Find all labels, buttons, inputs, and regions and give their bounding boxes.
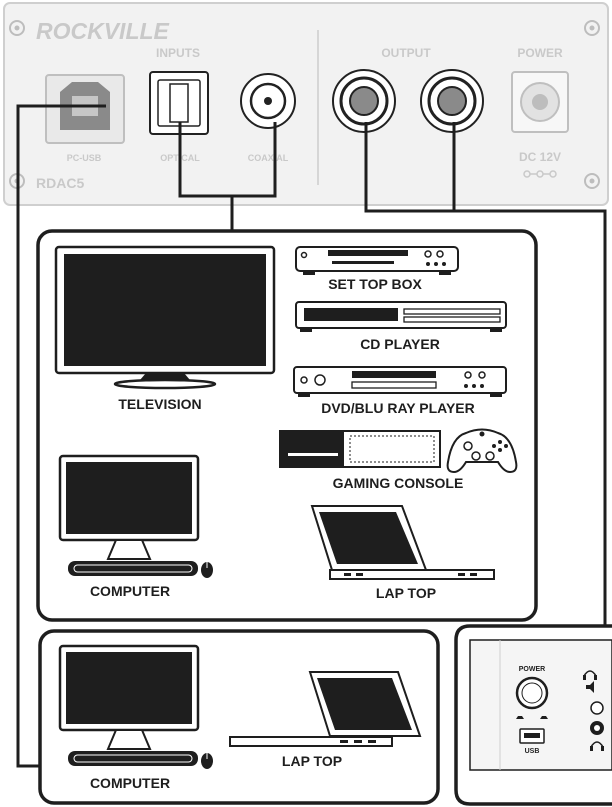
set-top-box-label: SET TOP BOX	[328, 276, 422, 292]
game-controller-icon	[446, 428, 518, 474]
gaming-console-icon	[279, 430, 441, 468]
laptop-label: LAP TOP	[376, 585, 436, 601]
usb-laptop-label: LAP TOP	[282, 753, 342, 769]
speaker-icon	[586, 681, 594, 693]
polarity-symbol-icon	[523, 170, 557, 178]
power-section-label: POWER	[517, 46, 563, 60]
usb-port-icon	[519, 728, 545, 744]
usb-computer-label: COMPUTER	[90, 775, 170, 791]
source-devices-box: TELEVISION SET TOP BOX CD PLAYER	[36, 229, 538, 622]
computer-label: COMPUTER	[90, 583, 170, 599]
laptop-icon	[229, 671, 422, 747]
usb-b-port-icon	[45, 74, 125, 144]
brand-logo: ROCKVILLE	[36, 18, 170, 44]
gaming-console-label: GAMING CONSOLE	[333, 475, 464, 491]
power-knob-icon	[515, 676, 549, 710]
screw-icon	[584, 20, 600, 36]
output-cable-left	[364, 122, 607, 626]
optical-coax-cable	[178, 122, 277, 198]
amp-power-label: POWER	[519, 666, 545, 673]
amplifier-panel: POWER USB	[454, 624, 612, 806]
coaxial-label: COAXIAL	[248, 153, 289, 163]
computer-icon	[58, 644, 213, 769]
television-label: TELEVISION	[118, 396, 201, 412]
optical-port-icon	[149, 71, 209, 135]
television-icon	[54, 245, 276, 390]
set-top-box-icon	[295, 246, 459, 275]
cd-player-icon	[295, 301, 507, 332]
dac-rear-panel: ROCKVILLE RDAC5 INPUTS OUTPUT POWER PC-U…	[3, 2, 609, 206]
amp-usb-label: USB	[525, 748, 540, 755]
dvd-bluray-label: DVD/BLU RAY PLAYER	[321, 400, 475, 416]
indicator-icons	[516, 716, 548, 719]
rca-output-right-icon	[420, 69, 484, 133]
headphone-icon	[583, 670, 597, 680]
aux-jack-icon	[590, 701, 604, 715]
device-body	[3, 2, 609, 206]
output-section-label: OUTPUT	[381, 46, 431, 60]
inputs-section-label: INPUTS	[156, 46, 200, 60]
connection-lines	[16, 104, 607, 768]
dvd-bluray-player-icon	[293, 366, 507, 397]
coaxial-port-icon	[240, 73, 296, 129]
model-label: RDAC5	[36, 175, 84, 191]
headphone-icon	[590, 741, 604, 751]
pc-usb-label: PC-USB	[67, 153, 102, 163]
screw-icon	[9, 20, 25, 36]
computer-icon	[58, 454, 213, 578]
screw-icon	[584, 173, 600, 189]
power-rating-label: DC 12V	[519, 150, 561, 164]
laptop-icon	[310, 505, 495, 580]
usb-cable	[16, 104, 106, 768]
cd-player-label: CD PLAYER	[360, 336, 440, 352]
rca-output-left-icon	[332, 69, 396, 133]
usb-source-devices-box: COMPUTER LAP TOP	[38, 629, 440, 805]
dc-power-jack-icon	[511, 71, 569, 133]
headphone-jack-icon	[590, 721, 604, 735]
